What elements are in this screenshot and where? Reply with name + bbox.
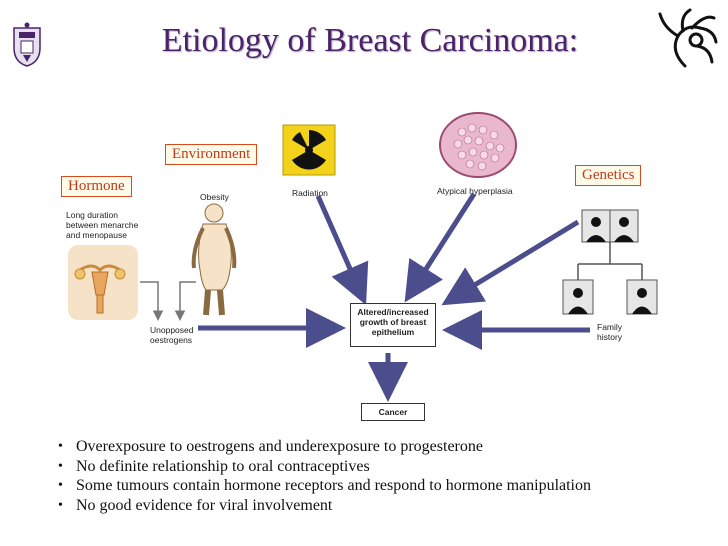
bullet-item: •No good evidence for viral involvement [58,496,333,514]
crest-logo [13,22,41,67]
tag-hormone: Hormone [61,176,132,197]
bullet-item: •Some tumours contain hormone receptors … [58,477,591,494]
label-unopposed-oestrogens: Unopposed oestrogens [150,325,194,345]
label-obesity: Obesity [200,192,229,202]
bullet-item: •Overexposure to oestrogens and underexp… [58,438,483,455]
page-title: Etiology of Breast Carcinoma: [161,22,579,59]
bullet-item: •No definite relationship to oral contra… [58,457,370,475]
ornament-icon [658,8,718,68]
hyperplasia-illustration [439,112,517,178]
bullet-list: •Overexposure to oestrogens and underexp… [58,437,718,515]
box-altered-growth: Altered/increased growth of breast epith… [350,303,436,347]
label-long-duration: Long duration between menarche and menop… [66,210,139,240]
tag-environment: Environment [165,144,258,165]
hormone-arrows [140,281,196,321]
radiation-icon [282,124,336,176]
label-family-history: Family history [597,322,623,342]
tag-genetics: Genetics [575,165,642,186]
obesity-figure [191,203,237,316]
family-tree [562,209,658,315]
box-cancer: Cancer [361,403,425,421]
uterus-illustration [68,245,138,320]
label-atypical-hyperplasia: Atypical hyperplasia [437,186,513,196]
main-arrows [198,192,590,402]
label-radiation: Radiation [292,188,328,198]
